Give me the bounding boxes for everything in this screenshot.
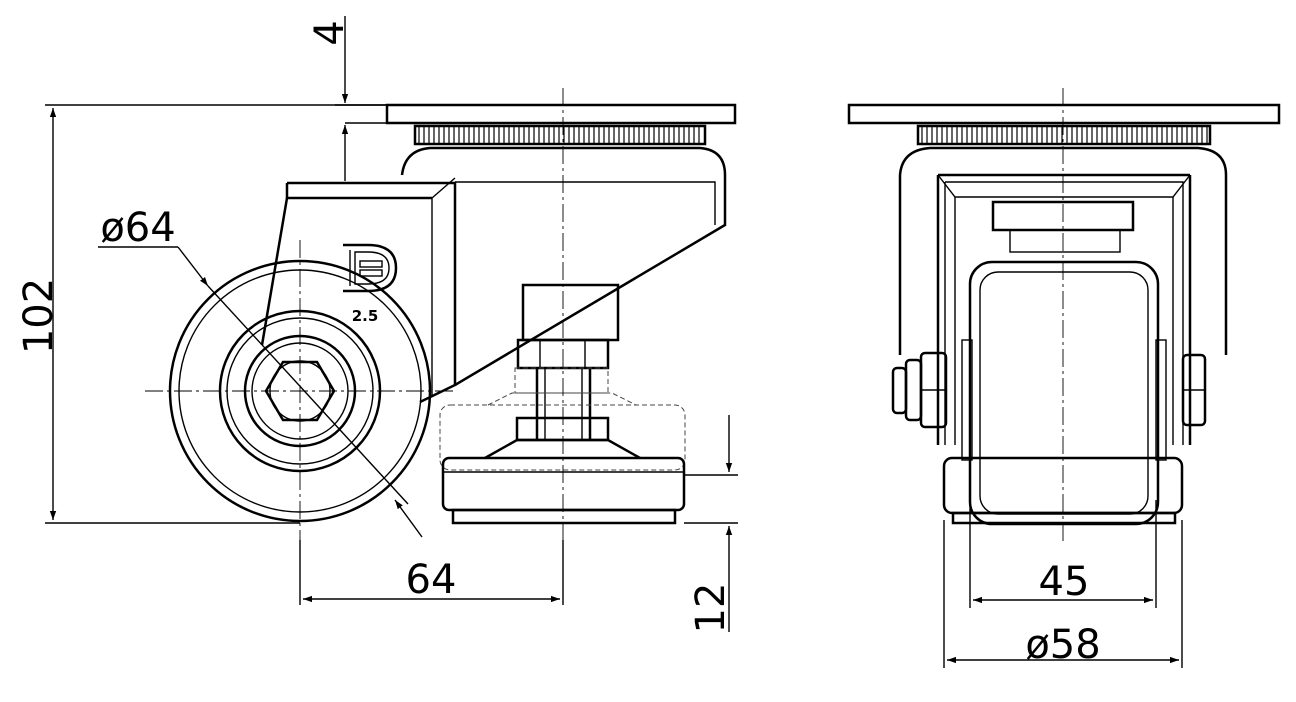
side-leveling-foot xyxy=(441,416,686,525)
front-bearing-ring xyxy=(916,124,1212,146)
front-wheel xyxy=(961,260,1167,526)
side-top-plate xyxy=(385,103,737,125)
side-fork-leading-edge xyxy=(260,197,289,346)
side-housing xyxy=(400,146,727,387)
dim-leveling-stroke: 12 xyxy=(688,583,734,634)
dim-plate-thickness: 4 xyxy=(307,20,353,45)
side-view: 2.5 xyxy=(145,88,737,555)
front-top-plate xyxy=(847,103,1281,125)
side-housing-inner xyxy=(455,181,716,225)
side-leveling-stem xyxy=(516,283,620,440)
dim-wheel-width: 45 xyxy=(1039,559,1090,605)
side-fork-leg xyxy=(287,181,457,404)
dimensions: 102 4 ø64 64 12 45 ø58 xyxy=(16,16,1183,668)
front-axle-nut-right xyxy=(1181,353,1207,427)
front-housing xyxy=(898,146,1228,355)
front-axle-nut-left xyxy=(891,351,948,429)
side-bearing-ring xyxy=(413,124,707,146)
front-view xyxy=(847,88,1281,545)
front-fork xyxy=(936,173,1192,445)
side-foot-raised-hidden xyxy=(439,367,686,471)
dim-offset: 64 xyxy=(406,557,457,603)
dim-total-height: 102 xyxy=(16,278,62,354)
dim-wheel-diameter-front: ø58 xyxy=(1025,622,1100,668)
brand-logo: 2.5 xyxy=(343,243,398,325)
dim-wheel-diameter-side: ø64 xyxy=(100,205,175,251)
load-mark-label: 2.5 xyxy=(352,307,379,325)
